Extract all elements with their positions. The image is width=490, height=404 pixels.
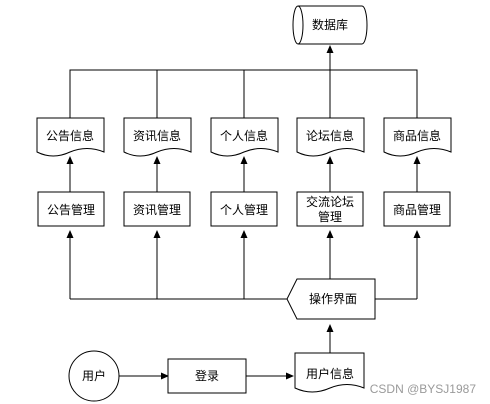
manager-label: 个人管理 bbox=[220, 202, 268, 217]
user-info-doc: 用户信息 bbox=[294, 352, 365, 393]
manager-announcement: 公告管理 bbox=[37, 191, 105, 227]
info-doc-product: 商品信息 bbox=[383, 117, 452, 157]
info-doc-label: 商品信息 bbox=[393, 128, 441, 143]
info-doc-label: 公告信息 bbox=[46, 128, 94, 143]
database-label: 数据库 bbox=[312, 17, 348, 32]
manager-label: 公告管理 bbox=[47, 202, 95, 217]
login-node: 登录 bbox=[167, 358, 247, 394]
database-node: 数据库 bbox=[292, 5, 368, 45]
user-label: 用户 bbox=[82, 368, 106, 383]
manager-news: 资讯管理 bbox=[123, 191, 191, 227]
manager-label: 交流论坛 bbox=[306, 194, 354, 209]
info-doc-label: 论坛信息 bbox=[306, 128, 354, 143]
manager-label: 资讯管理 bbox=[133, 202, 181, 217]
info-doc-forum: 论坛信息 bbox=[296, 117, 365, 157]
operation-interface-node: 操作界面 bbox=[286, 278, 376, 320]
info-doc-label: 个人信息 bbox=[220, 128, 268, 143]
manager-personal: 个人管理 bbox=[210, 191, 278, 227]
db-connector bbox=[69, 45, 418, 118]
operation-label: 操作界面 bbox=[309, 291, 357, 306]
operation-connector bbox=[66, 230, 421, 300]
manager-label: 商品管理 bbox=[393, 202, 441, 217]
manager-forum: 交流论坛 管理 bbox=[296, 191, 364, 227]
login-label: 登录 bbox=[195, 368, 219, 383]
info-doc-row: 公告信息 资讯信息 个人信息 论坛信息 商品信息 bbox=[36, 117, 452, 157]
manager-product: 商品管理 bbox=[383, 191, 451, 227]
info-doc-announcement: 公告信息 bbox=[36, 117, 105, 157]
info-doc-personal: 个人信息 bbox=[210, 117, 279, 157]
info-doc-label: 资讯信息 bbox=[133, 128, 181, 143]
user-info-label: 用户信息 bbox=[306, 366, 354, 381]
info-doc-news: 资讯信息 bbox=[123, 117, 192, 157]
watermark: CSDN @BYSJ1987 bbox=[370, 382, 477, 396]
manager-row: 公告管理 资讯管理 个人管理 交流论坛 管理 商品管理 bbox=[37, 191, 451, 227]
manager-to-info-arrows bbox=[66, 156, 421, 192]
manager-label-line2: 管理 bbox=[318, 209, 342, 224]
user-node: 用户 bbox=[68, 350, 120, 402]
